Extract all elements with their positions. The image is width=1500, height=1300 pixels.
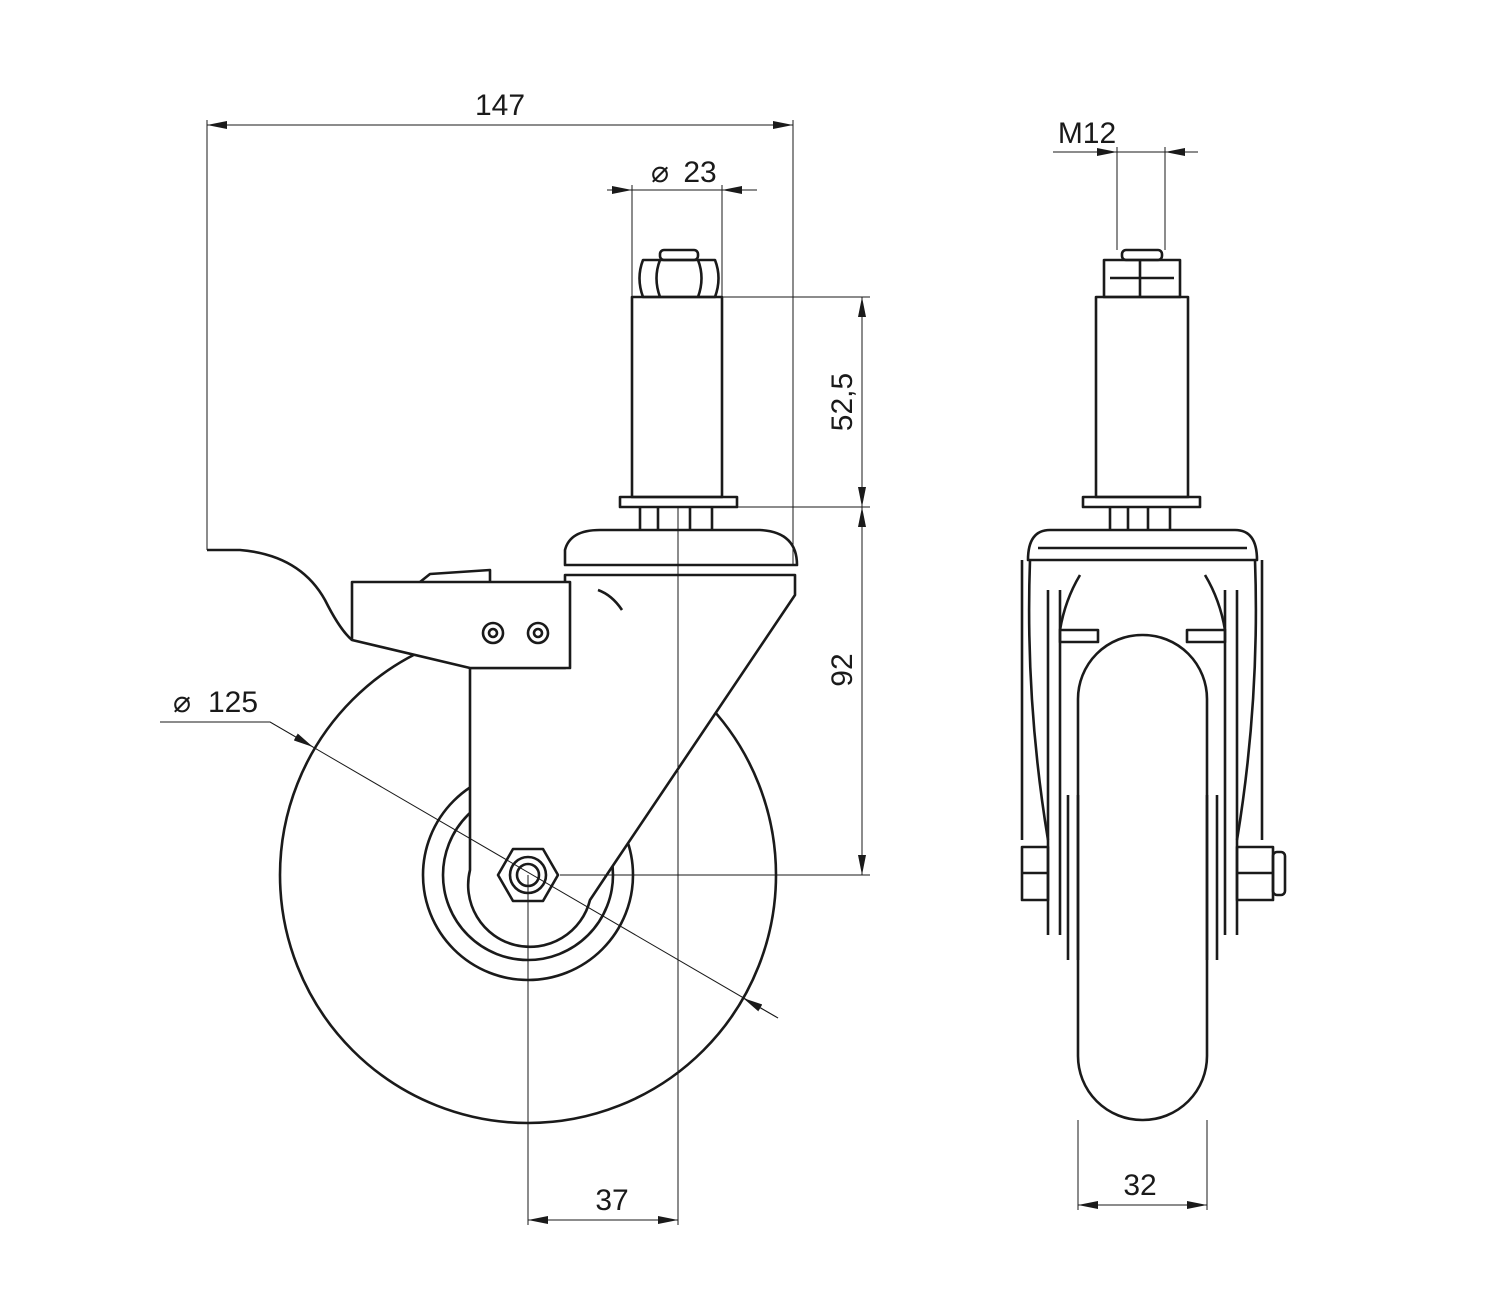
- stem-nut: [638, 258, 720, 299]
- stem-nut-front: [1102, 258, 1182, 299]
- stem: [630, 295, 724, 499]
- brake-lever: [207, 548, 353, 641]
- dim-wheel-diameter: 125: [208, 686, 258, 719]
- stem-plate-front: [1081, 495, 1202, 509]
- fork-edge: [597, 588, 624, 611]
- stem-front: [1094, 295, 1190, 499]
- fork-top-plate: [563, 528, 799, 567]
- fork-top-front: [1026, 528, 1259, 562]
- rivet-icon: [481, 621, 505, 645]
- hub-sides: [1066, 795, 1219, 960]
- fork: [466, 573, 797, 949]
- brake-pedal: [419, 568, 492, 584]
- bearing-right: [1185, 628, 1227, 644]
- side-view: [207, 248, 799, 1125]
- dim-swivel-offset: 37: [595, 1184, 628, 1217]
- wheel-front: [1076, 633, 1209, 1122]
- stem-studs: [638, 507, 714, 530]
- rivet-icon: [526, 621, 550, 645]
- diameter-symbol: ⌀: [651, 156, 669, 189]
- dim-stem-diameter: 23: [683, 156, 716, 189]
- fork-sides: [1020, 559, 1264, 841]
- front-view: [1020, 248, 1287, 1122]
- fork-shoulders: [1058, 574, 1227, 631]
- axle-end: [1271, 850, 1287, 897]
- stem-bolt-tip: [658, 248, 700, 262]
- dim-fork-height: 92: [826, 653, 859, 686]
- dim-wheel-width: 32: [1123, 1169, 1156, 1202]
- rivet-icon: [532, 627, 544, 639]
- side-dimensions: 147 ⌀ 23 52,5 92 ⌀ 125 37: [160, 89, 870, 1225]
- bearing-left: [1058, 628, 1100, 644]
- front-dimensions: M12 32: [1053, 117, 1208, 1210]
- diameter-symbol: ⌀: [173, 686, 191, 719]
- stem-plate: [618, 495, 739, 509]
- fork-legs: [1046, 590, 1239, 935]
- dim-overall-length: 147: [475, 89, 525, 122]
- dim-stem-height: 52,5: [826, 373, 859, 431]
- rivet-icon: [487, 627, 499, 639]
- brake-housing: [350, 580, 572, 670]
- dim-thread: M12: [1058, 117, 1116, 150]
